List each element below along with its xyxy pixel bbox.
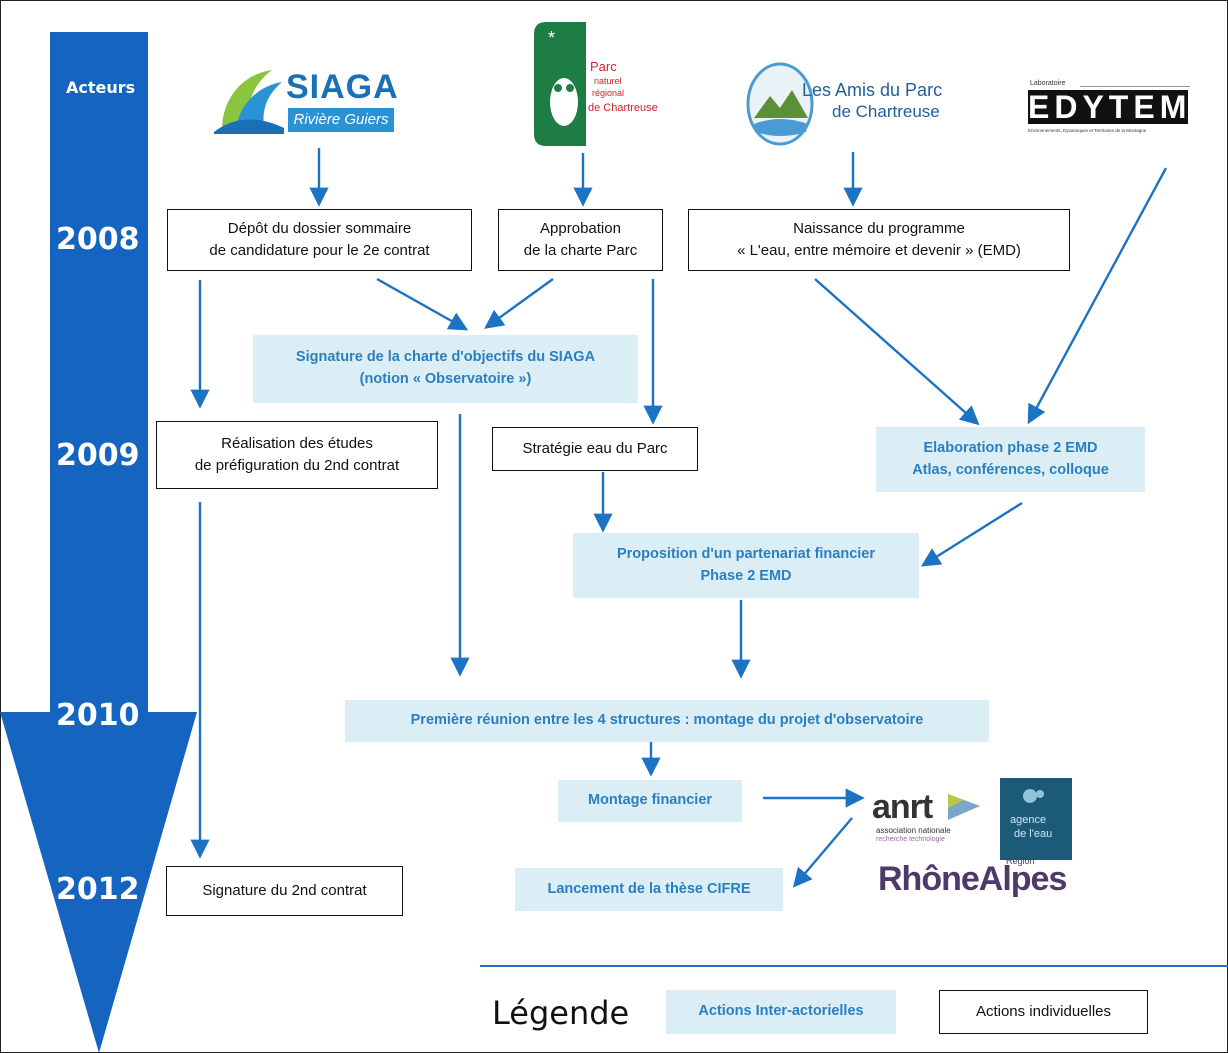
year-2009: 2009 bbox=[56, 438, 140, 473]
legend-indiv-box: Actions individuelles bbox=[939, 990, 1148, 1034]
amis-line1: Les Amis du Parc bbox=[802, 80, 943, 100]
anrt-arrow-icon bbox=[948, 794, 980, 820]
actors-header: Acteurs bbox=[66, 78, 136, 97]
siaga-name: SIAGA bbox=[286, 68, 399, 106]
legend-title: Légende bbox=[492, 994, 630, 1032]
mountain-icon bbox=[746, 62, 814, 146]
rhonealpes-tag: Région bbox=[1006, 856, 1035, 866]
agence-line1: agence bbox=[1010, 814, 1047, 826]
siaga-sub: Rivière Guiers bbox=[288, 108, 394, 132]
arrow-edytem-elaboration bbox=[1027, 167, 1168, 425]
box-lancement-these: Lancement de la thèse CIFRE bbox=[515, 868, 783, 911]
box-proposition: Proposition d'un partenariat financier P… bbox=[573, 533, 919, 598]
anrt-logo: anrt association nationale recherche tec… bbox=[872, 788, 992, 850]
arrow-depot-signature bbox=[376, 277, 469, 331]
arrow-approbation-signature bbox=[484, 278, 554, 329]
owl-icon: * bbox=[534, 22, 586, 146]
year-2008: 2008 bbox=[56, 222, 140, 257]
box-elaboration: Elaboration phase 2 EMD Atlas, conférenc… bbox=[876, 427, 1145, 492]
edytem-line bbox=[1080, 86, 1190, 87]
box-strategie: Stratégie eau du Parc bbox=[492, 427, 698, 471]
box-premiere-reunion: Première réunion entre les 4 structures … bbox=[345, 700, 989, 742]
edytem-name: EDYTEM bbox=[1028, 89, 1192, 125]
rhonealpes-logo: RhôneAlpes Région bbox=[878, 856, 1067, 902]
arrow-naissance-elaboration bbox=[814, 278, 980, 426]
agence-eau-logo: agence de l'eau bbox=[1000, 778, 1072, 860]
anrt-line1: association nationale bbox=[876, 826, 951, 835]
amis-line2: de Chartreuse bbox=[832, 102, 940, 121]
siaga-wave-icon bbox=[214, 70, 284, 134]
parc-logo: * Parc naturel régional de Chartreuse bbox=[534, 22, 658, 152]
box-approbation: Approbation de la charte Parc bbox=[498, 209, 663, 271]
amis-logo: Les Amis du Parc de Chartreuse bbox=[746, 62, 942, 148]
anrt-name: anrt bbox=[872, 788, 933, 826]
parc-line2: naturel bbox=[594, 76, 622, 86]
box-signature-contrat: Signature du 2nd contrat bbox=[166, 866, 403, 916]
box-montage-financier: Montage financier bbox=[558, 780, 742, 822]
edytem-top: Laboratoire bbox=[1030, 80, 1066, 87]
arrow-elaboration-proposition bbox=[920, 501, 1023, 567]
year-2010: 2010 bbox=[56, 698, 140, 733]
box-depot: Dépôt du dossier sommaire de candidature… bbox=[167, 209, 472, 271]
year-2012: 2012 bbox=[56, 872, 140, 907]
drop-icon bbox=[1023, 789, 1044, 803]
parc-line1: Parc bbox=[590, 59, 617, 74]
siaga-logo: SIAGA Rivière Guiers bbox=[214, 62, 398, 140]
legend-inter-box: Actions Inter-actorielles bbox=[666, 990, 896, 1034]
parc-line4: de Chartreuse bbox=[588, 102, 658, 114]
rhonealpes-name: RhôneAlpes bbox=[878, 860, 1067, 898]
box-naissance: Naissance du programme « L'eau, entre mé… bbox=[688, 209, 1070, 271]
svg-text:*: * bbox=[548, 28, 555, 48]
edytem-sub: Environnements, Dynamiques et Territoire… bbox=[1028, 128, 1147, 133]
parc-line3: régional bbox=[592, 88, 625, 98]
agence-line2: de l'eau bbox=[1014, 828, 1053, 840]
box-signature-charte: Signature de la charte d'objectifs du SI… bbox=[253, 335, 638, 403]
arrow-funders-lancement bbox=[792, 817, 853, 888]
anrt-line2: recherche technologie bbox=[876, 836, 945, 843]
box-realisation: Réalisation des études de préfiguration … bbox=[156, 421, 438, 489]
edytem-logo: Laboratoire EDYTEM Environnements, Dynam… bbox=[1024, 80, 1192, 146]
